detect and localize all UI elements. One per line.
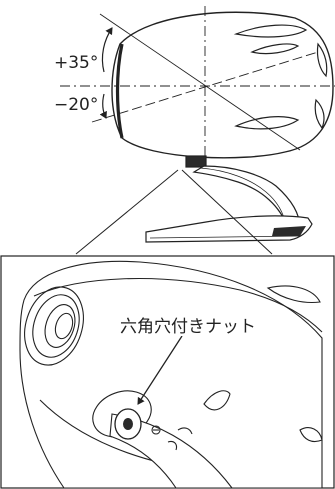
stand-arm-inner [199,167,287,227]
driver-cone [54,312,74,340]
body-contour-upper [33,278,323,333]
tilt-up-line [99,13,301,151]
driver-middle-ring [32,294,80,358]
detail-fin-upper [266,285,321,304]
driver-inner-ring [44,304,76,348]
side-fin-lower [234,116,300,130]
driver-outer-ring [24,286,84,366]
small-screw [151,425,161,435]
angle-arc-upper [101,27,113,73]
stand-base-shade [272,226,306,236]
speaker-side-view [60,6,335,243]
side-fin-rear [316,42,328,78]
tilt-down-line [91,51,319,123]
hex-nut-socket [123,418,133,430]
detail-fin-lower [203,390,231,411]
callout-leader [137,335,183,405]
stand-base-edge [149,235,301,239]
detail-fin-side [299,427,323,443]
side-fin-upper [233,24,308,38]
angle-upper-label: +35° [54,53,98,73]
angle-arc-lower [99,93,107,119]
speaker-front-baffle [115,43,124,139]
detail-marks [177,427,193,435]
tilt-joint [185,155,207,168]
angle-lower-label: −20° [54,95,98,115]
detail-callout-connector [75,169,273,255]
detail-stand-arm [109,413,234,489]
side-fin-rear-lower [314,98,325,130]
side-fin-slot-upper [250,43,300,55]
detail-view: 六角穴付きナット [0,255,335,489]
speaker-body [111,11,334,159]
hex-nut-label: 六角穴付きナット [120,317,256,337]
stand-base [145,215,313,243]
